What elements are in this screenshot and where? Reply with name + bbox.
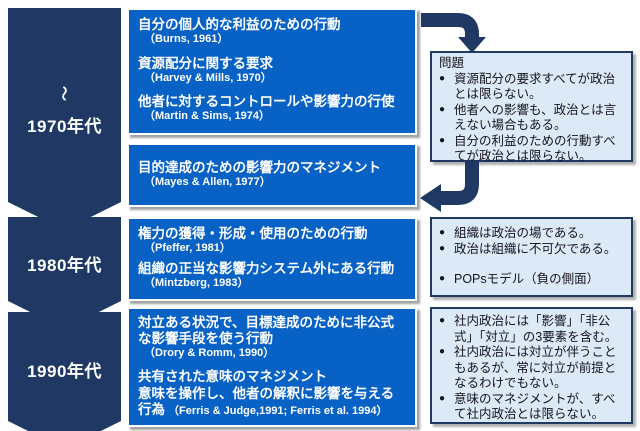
note-header: 問題 (439, 56, 465, 70)
definition-citation: （Harvey & Mills, 1970） (144, 71, 272, 84)
arrow-problems-to-revised-definition-icon (420, 161, 479, 212)
arrow-definitions-to-problems-icon (421, 13, 486, 53)
definition-title: 対立ある状況で、目標達成のために非公式 な影響手段を使う行動 (138, 315, 394, 347)
era-label: 1970年代 (27, 117, 102, 136)
note-1980s-box: ●組織は政治の場である。 ●政治は組織に不可欠である。 ●POPsモデル（負の側… (430, 217, 633, 297)
definition-item: 権力の獲得・形成・使用のための行動 （Pfeffer, 1981） (138, 226, 406, 256)
bullet-icon: ● (439, 273, 446, 284)
note-bullet: ●POPsモデル（負の側面） (439, 272, 600, 286)
definition-citation: （Mintzberg, 1983） (144, 277, 249, 290)
definition-citation: （Drory & Romm, 1990） (144, 347, 275, 360)
definition-item: 他者に対するコントロールや影響力の行使 （Martin & Sims, 1974… (138, 94, 406, 124)
era-banner-1990s: 1990年代 (8, 312, 121, 431)
definition-item: 目的達成のための影響力のマネジメント （Mayes & Allen, 1977） (138, 160, 406, 190)
note-bullet-list: ●社内政治には「影響」「非公式」「対立」の3要素を含む。 ●社内政治には対立が伴… (439, 314, 625, 423)
era-label: 1990年代 (27, 362, 102, 381)
definition-citation: （Mayes & Allen, 1977） (144, 176, 271, 189)
bullet-icon: ● (439, 392, 446, 404)
note-bullet: ●政治は組織に不可欠である。 (439, 241, 617, 256)
definition-title: 資源配分に関する要求 (138, 55, 273, 71)
definitions-1970s-box: 自分の個人的な利益のための行動 （Burns, 1961） 資源配分に関する要求… (127, 8, 417, 135)
bullet-icon: ● (439, 346, 446, 357)
definition-citation: （Pfeffer, 1981） (144, 242, 231, 255)
definition-title: 自分の個人的な利益のための行動 (138, 17, 341, 32)
problems-note-1970s-box: 問題 ●資源配分の要求すべてが政治とは限らない。 ●他者への影響も、政治とは言え… (430, 51, 633, 165)
definitions-1980s-box: 権力の獲得・形成・使用のための行動 （Pfeffer, 1981） 組織の正当な… (127, 217, 417, 301)
note-bullet: ●資源配分の要求すべてが政治とは限らない。 (439, 71, 616, 102)
definition-title: 共有された意味のマネジメント 意味を操作し、他者の解釈に影響を与える 行為（Fe… (138, 369, 395, 417)
bullet-icon: ● (439, 242, 446, 254)
bullet-icon: ● (439, 227, 446, 238)
definition-item: 資源配分に関する要求 （Harvey & Mills, 1970） (138, 56, 406, 86)
bullet-icon: ● (439, 103, 446, 115)
definitions-1970s-revised-box: 目的達成のための影響力のマネジメント （Mayes & Allen, 1977） (127, 143, 417, 207)
bullet-icon: ● (439, 315, 446, 326)
definition-item: 対立ある状況で、目標達成のために非公式 な影響手段を使う行動 （Drory & … (138, 315, 406, 361)
bullet-icon: ● (439, 134, 446, 146)
note-bullet: ●意味のマネジメントが、すべて社内政治とは限らない。 (439, 391, 616, 422)
note-bullet: ●自分の利益のための行動すべてが政治とは限らない。 (439, 133, 616, 164)
definition-title: 他者に対するコントロールや影響力の行使 (138, 94, 395, 110)
definition-item: 共有された意味のマネジメント 意味を操作し、他者の解釈に影響を与える 行為（Fe… (138, 369, 406, 418)
definition-citation: （Ferris & Judge,1991; Ferris et al. 1994… (168, 404, 388, 417)
note-bullet: ●組織は政治の場である。 (439, 226, 592, 240)
definitions-1990s-box: 対立ある状況で、目標達成のために非公式 な影響手段を使う行動 （Drory & … (127, 307, 417, 427)
definition-citation: （Burns, 1961） (144, 33, 229, 46)
definition-citation: （Martin & Sims, 1974） (144, 110, 270, 123)
note-bullet-list: ●組織は政治の場である。 ●政治は組織に不可欠である。 ●POPsモデル（負の側… (439, 226, 625, 288)
era-label: 1980年代 (27, 255, 102, 275)
note-bullet: ●社内政治には対立が伴うこともあるが、常に対立が前提となるわけでもない。 (439, 345, 617, 390)
definition-title: 権力の獲得・形成・使用のための行動 (138, 226, 368, 241)
era-prefix-tilde: 〜 (54, 85, 72, 102)
note-1990s-box: ●社内政治には「影響」「非公式」「対立」の3要素を含む。 ●社内政治には対立が伴… (430, 307, 633, 424)
bullet-icon: ● (439, 72, 446, 84)
note-bullet: ●他者への影響も、政治とは言えない場合もある。 (439, 102, 617, 133)
definition-title: 目的達成のための影響力のマネジメント (138, 160, 381, 176)
note-bullet: ●社内政治には「影響」「非公式」「対立」の3要素を含む。 (439, 314, 618, 344)
definition-item: 自分の個人的な利益のための行動 （Burns, 1961） (138, 17, 406, 47)
definition-item: 組織の正当な影響力システム外にある行動 （Mintzberg, 1983） (138, 261, 406, 291)
era-banner-1970s: 〜 1970年代 (8, 8, 121, 230)
note-bullet-list: ●資源配分の要求すべてが政治とは限らない。 ●他者への影響も、政治とは言えない場… (439, 72, 625, 165)
definition-title: 組織の正当な影響力システム外にある行動 (138, 261, 395, 277)
